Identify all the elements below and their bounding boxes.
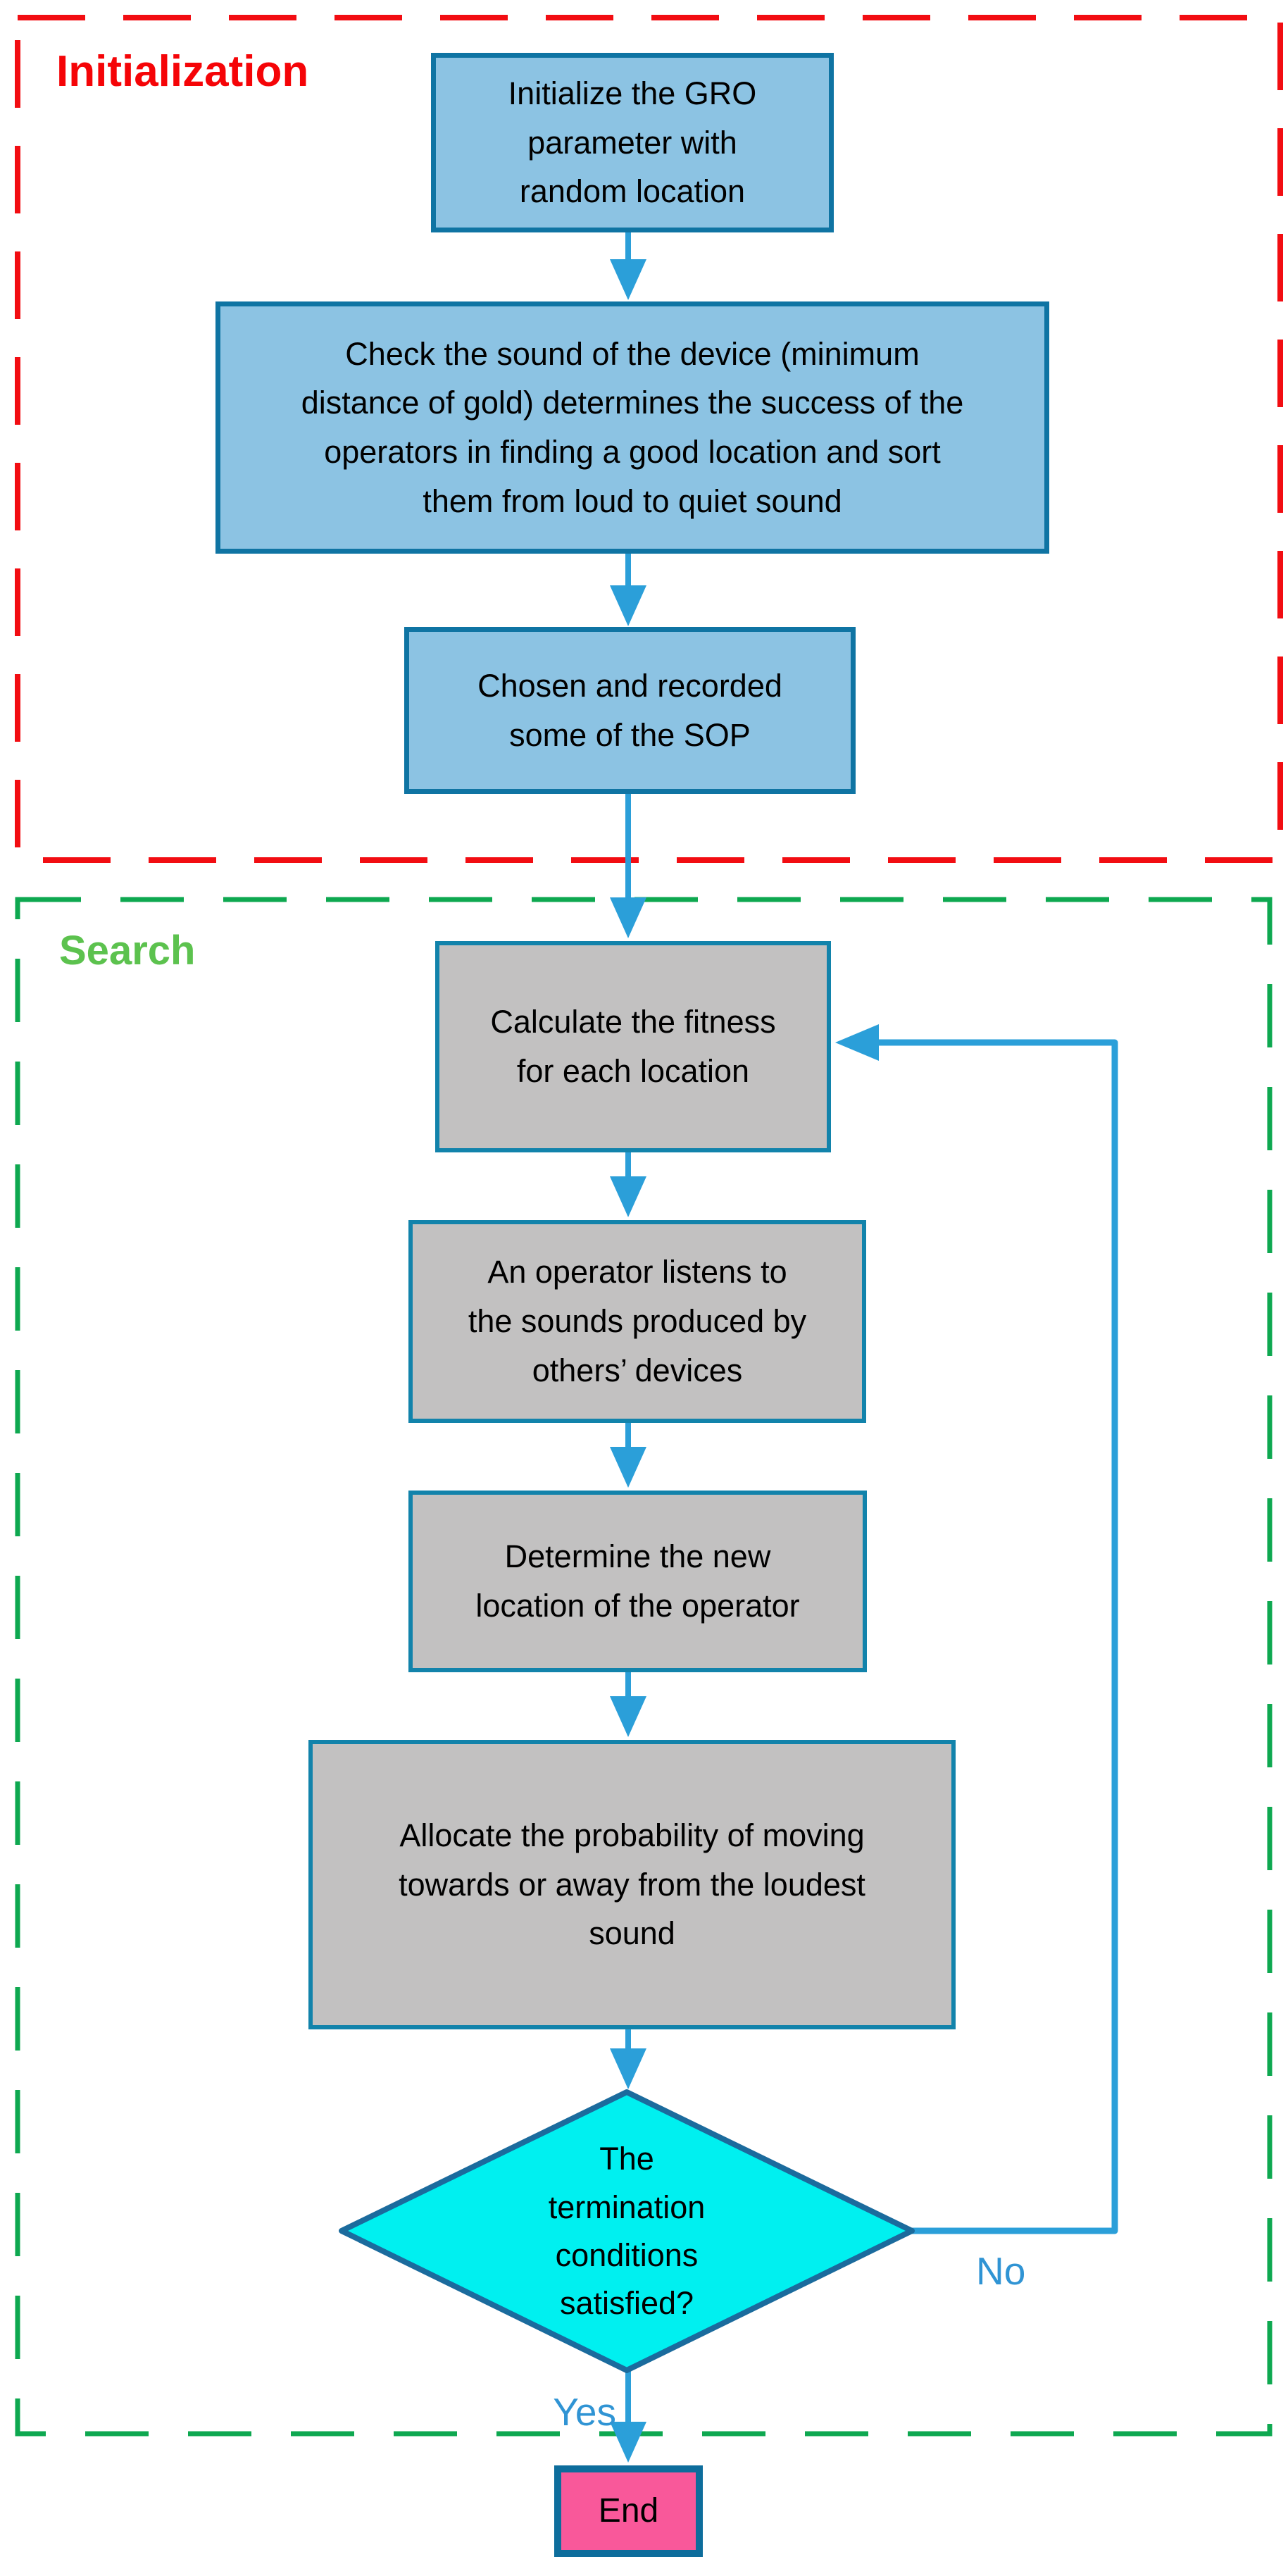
node-termination-decision-label: The termination conditions satisfied? [548,2141,706,2322]
arrow-chosen-to-calc [610,794,646,938]
arrow-allocate-to-termination [610,2029,646,2089]
arrow-check-to-chosen [610,554,646,626]
node-check-sound: Check the sound of the device (minimum d… [215,301,1049,554]
arrow-calc-to-listen [610,1152,646,1217]
feedback-no-edge [835,1024,1118,2234]
node-calculate-fitness: Calculate the fitness for each location [435,941,831,1152]
arrow-initialize-to-check [610,231,646,300]
node-determine-location: Determine the new location of the operat… [408,1491,867,1672]
node-end: End [554,2465,703,2557]
initialization-region-label: Initialization [56,47,309,96]
edge-label-no: No [976,2249,1026,2293]
node-operator-listens: An operator listens to the sounds produc… [408,1220,866,1423]
edge-label-yes: Yes [553,2390,616,2434]
node-chosen-sop: Chosen and recorded some of the SOP [404,627,856,794]
node-allocate-probability: Allocate the probability of moving towar… [308,1740,956,2029]
arrow-listen-to-determine [610,1423,646,1488]
arrow-yes-to-end [610,2370,646,2463]
search-region-label: Search [59,928,196,973]
termination-diamond-shape [339,2089,915,2373]
arrow-determine-to-allocate [610,1672,646,1737]
flow-arrows [610,231,646,2463]
node-initialize-gro: Initialize the GRO parameter with random… [431,53,834,232]
